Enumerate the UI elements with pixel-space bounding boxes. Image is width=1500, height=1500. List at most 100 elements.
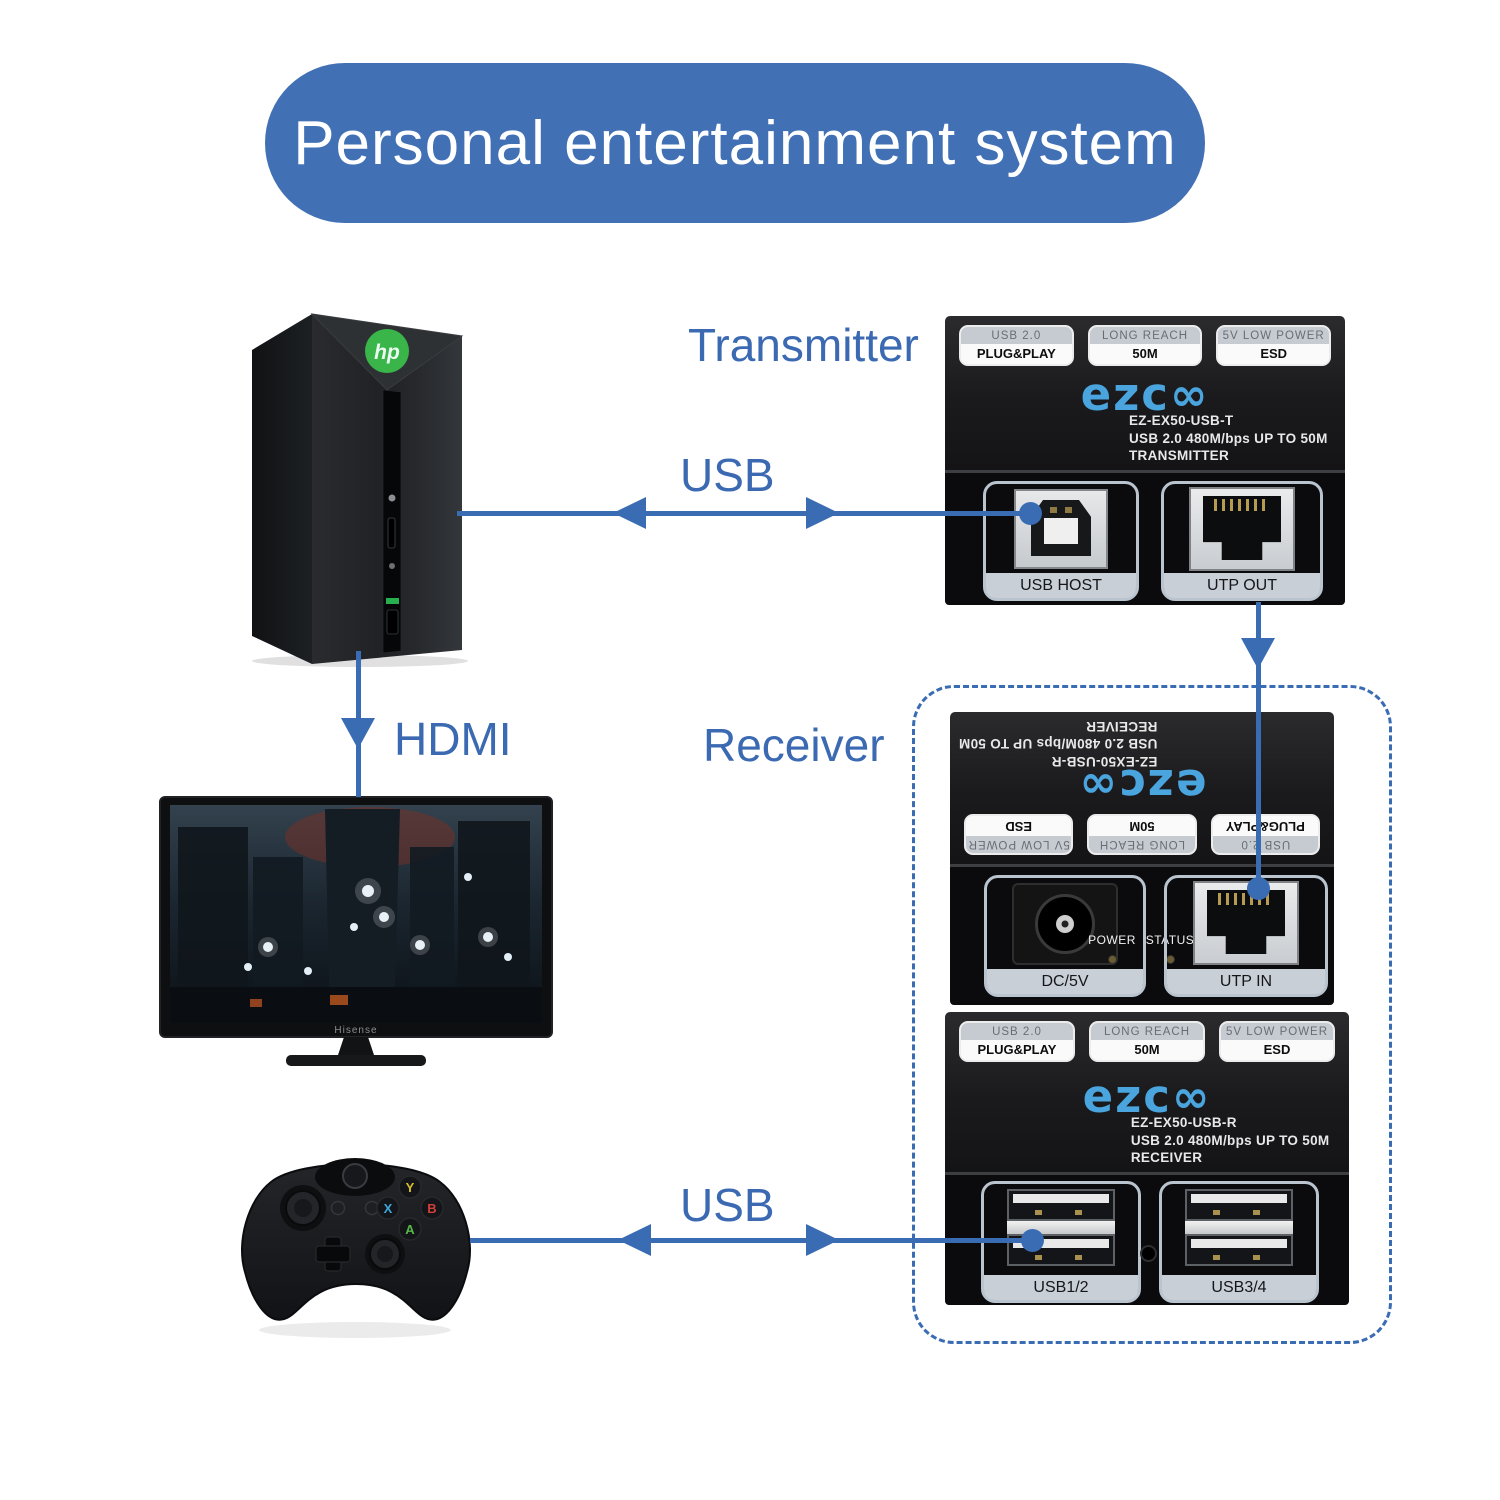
receiver-label: Receiver bbox=[703, 719, 885, 771]
receiver-role: RECEIVER bbox=[1085, 718, 1158, 734]
xbox-guide-button bbox=[342, 1163, 368, 1189]
arrow-left-icon bbox=[618, 1224, 651, 1256]
tv-scene-street bbox=[170, 987, 542, 1023]
pc-sd-slot bbox=[387, 517, 396, 549]
tv-scene-tower bbox=[325, 809, 400, 1023]
receiver-badges-flipped: USB 2.0 PLUG&PLAY LONG REACH 50M 5V LOW … bbox=[950, 814, 1334, 855]
badge-usb20: USB 2.0 PLUG&PLAY bbox=[959, 1021, 1075, 1062]
transmitter-top-face: USB 2.0 PLUG&PLAY LONG REACH 50M 5V LOW … bbox=[945, 316, 1345, 470]
pc-led bbox=[386, 598, 399, 604]
page-title: Personal entertainment system bbox=[293, 108, 1177, 178]
tv-scene-lights bbox=[244, 873, 512, 975]
usb-host-connection-dot bbox=[1019, 502, 1042, 525]
usb12-label: USB1/2 bbox=[984, 1275, 1138, 1300]
x-button bbox=[376, 1196, 400, 1220]
arrow-right-icon bbox=[806, 1224, 839, 1256]
receiver-box-rear: USB 2.0 PLUG&PLAY LONG REACH 50M 5V LOW … bbox=[950, 712, 1334, 1005]
ezcoo-logo: ezc∞ bbox=[1082, 1070, 1212, 1123]
tv-scene-accent bbox=[330, 995, 348, 1005]
usb-host-label: USB HOST bbox=[986, 573, 1136, 598]
utp-in-label: UTP IN bbox=[1167, 969, 1325, 994]
ezcoo-logo: ezc∞ bbox=[1077, 759, 1207, 812]
tv-scene-light-glows bbox=[258, 878, 498, 957]
a-button bbox=[398, 1217, 422, 1241]
usb-label-bottom: USB bbox=[680, 1179, 775, 1231]
hdmi-label: HDMI bbox=[394, 713, 512, 765]
pc-power-button bbox=[388, 494, 396, 502]
x-button-label: X bbox=[384, 1201, 393, 1216]
transmitter-box: USB 2.0 PLUG&PLAY LONG REACH 50M 5V LOW … bbox=[945, 316, 1345, 605]
dc-power-module: DC/5V bbox=[984, 875, 1146, 997]
transmitter-label: Transmitter bbox=[688, 319, 919, 371]
receiver-spec: USB 2.0 480M/bps UP TO 50M bbox=[1130, 1132, 1330, 1148]
dpad bbox=[315, 1236, 351, 1272]
b-button-label: B bbox=[427, 1201, 436, 1216]
badge-low-power: 5V LOW POWER ESD bbox=[1216, 325, 1332, 366]
pc-tower: hp bbox=[252, 313, 468, 667]
tv-stand-neck bbox=[338, 1037, 374, 1055]
tv-stand-base bbox=[286, 1055, 426, 1066]
hp-logo-icon bbox=[365, 329, 409, 373]
receiver-role: RECEIVER bbox=[1130, 1150, 1203, 1166]
tv-brand-label: Hisense bbox=[334, 1025, 377, 1036]
utp-out-module: UTP OUT bbox=[1161, 481, 1323, 601]
receiver-box-front: USB 2.0 PLUG&PLAY LONG REACH 50M 5V LOW … bbox=[945, 1012, 1349, 1305]
y-button-label: Y bbox=[406, 1180, 415, 1195]
badge-usb20: USB 2.0 PLUG&PLAY bbox=[959, 325, 1074, 366]
tv-scene-accent bbox=[250, 999, 262, 1007]
arrow-down-icon bbox=[341, 718, 375, 749]
receiver-top-face-flipped: USB 2.0 PLUG&PLAY LONG REACH 50M 5V LOW … bbox=[950, 712, 1334, 864]
receiver-badges: USB 2.0 PLUG&PLAY LONG REACH 50M 5V LOW … bbox=[945, 1021, 1349, 1062]
game-controller: Y X B A bbox=[241, 1158, 471, 1338]
hp-logo-text: hp bbox=[374, 341, 400, 364]
view-button bbox=[330, 1200, 346, 1216]
badge-low-power: 5V LOW POWER ESD bbox=[964, 814, 1074, 855]
pc-usb-port bbox=[386, 609, 399, 635]
badge-long-reach: LONG REACH 50M bbox=[1087, 325, 1203, 366]
pc-side-panel bbox=[252, 314, 312, 664]
receiver-rear-face: DC/5V POWER STATUS UTP IN bbox=[950, 864, 1334, 1005]
usb-connection-line-bottom bbox=[470, 1238, 1032, 1243]
dc-5v-label: DC/5V bbox=[987, 969, 1143, 994]
utp-in-connection-dot bbox=[1247, 877, 1270, 900]
transmitter-front-face: USB HOST UTP OUT bbox=[945, 470, 1345, 605]
usb12-connection-dot bbox=[1021, 1229, 1044, 1252]
dc-jack bbox=[1012, 883, 1118, 965]
usb-b-port bbox=[1014, 489, 1108, 569]
transmitter-role: TRANSMITTER bbox=[1129, 448, 1230, 464]
power-led bbox=[1108, 955, 1117, 964]
receiver-dashed-outline bbox=[912, 685, 1392, 1344]
usb-label-top: USB bbox=[680, 449, 775, 501]
utp-out-label: UTP OUT bbox=[1164, 573, 1320, 598]
title-banner: Personal entertainment system bbox=[265, 63, 1205, 223]
usb34-module: USB3/4 bbox=[1159, 1181, 1319, 1303]
utp-in-module: UTP IN bbox=[1164, 875, 1328, 997]
receiver-spec: USB 2.0 480M/bps UP TO 50M bbox=[958, 736, 1158, 752]
arrow-left-icon bbox=[613, 497, 646, 529]
arrow-down-icon bbox=[1241, 638, 1275, 669]
badge-usb20: USB 2.0 PLUG&PLAY bbox=[1210, 814, 1320, 855]
power-led-label: POWER bbox=[1088, 933, 1136, 947]
tv: Hisense bbox=[159, 796, 553, 1066]
receiver-model-block: EZ-EX50-USB-R USB 2.0 480M/bps UP TO 50M… bbox=[1131, 1114, 1330, 1167]
right-stick-cap bbox=[377, 1246, 393, 1262]
y-button bbox=[398, 1175, 422, 1199]
badge-low-power: 5V LOW POWER ESD bbox=[1219, 1021, 1335, 1062]
rj45-port bbox=[1193, 881, 1299, 965]
transmitter-spec: USB 2.0 480M/bps UP TO 50M bbox=[1129, 430, 1328, 446]
transmitter-model: EZ-EX50-USB-T bbox=[1129, 413, 1234, 429]
receiver-model: EZ-EX50-USB-R bbox=[1130, 1115, 1237, 1131]
receiver-model-block: EZ-EX50-USB-R USB 2.0 480M/bps UP TO 50M… bbox=[959, 717, 1158, 770]
usb-a-ports-34 bbox=[1185, 1189, 1293, 1266]
a-button-label: A bbox=[405, 1222, 415, 1237]
left-stick-cap bbox=[294, 1199, 312, 1217]
pc-usb-icon bbox=[389, 563, 395, 569]
usb-connection-line-top bbox=[457, 511, 1032, 516]
transmitter-model-block: EZ-EX50-USB-T USB 2.0 480M/bps UP TO 50M… bbox=[1129, 412, 1328, 465]
utp-connection-line bbox=[1256, 602, 1261, 890]
usb-a-ports-12 bbox=[1007, 1189, 1115, 1266]
screw-hole bbox=[1140, 1245, 1157, 1262]
transmitter-badges: USB 2.0 PLUG&PLAY LONG REACH 50M 5V LOW … bbox=[945, 325, 1345, 366]
rj45-port bbox=[1189, 487, 1295, 571]
